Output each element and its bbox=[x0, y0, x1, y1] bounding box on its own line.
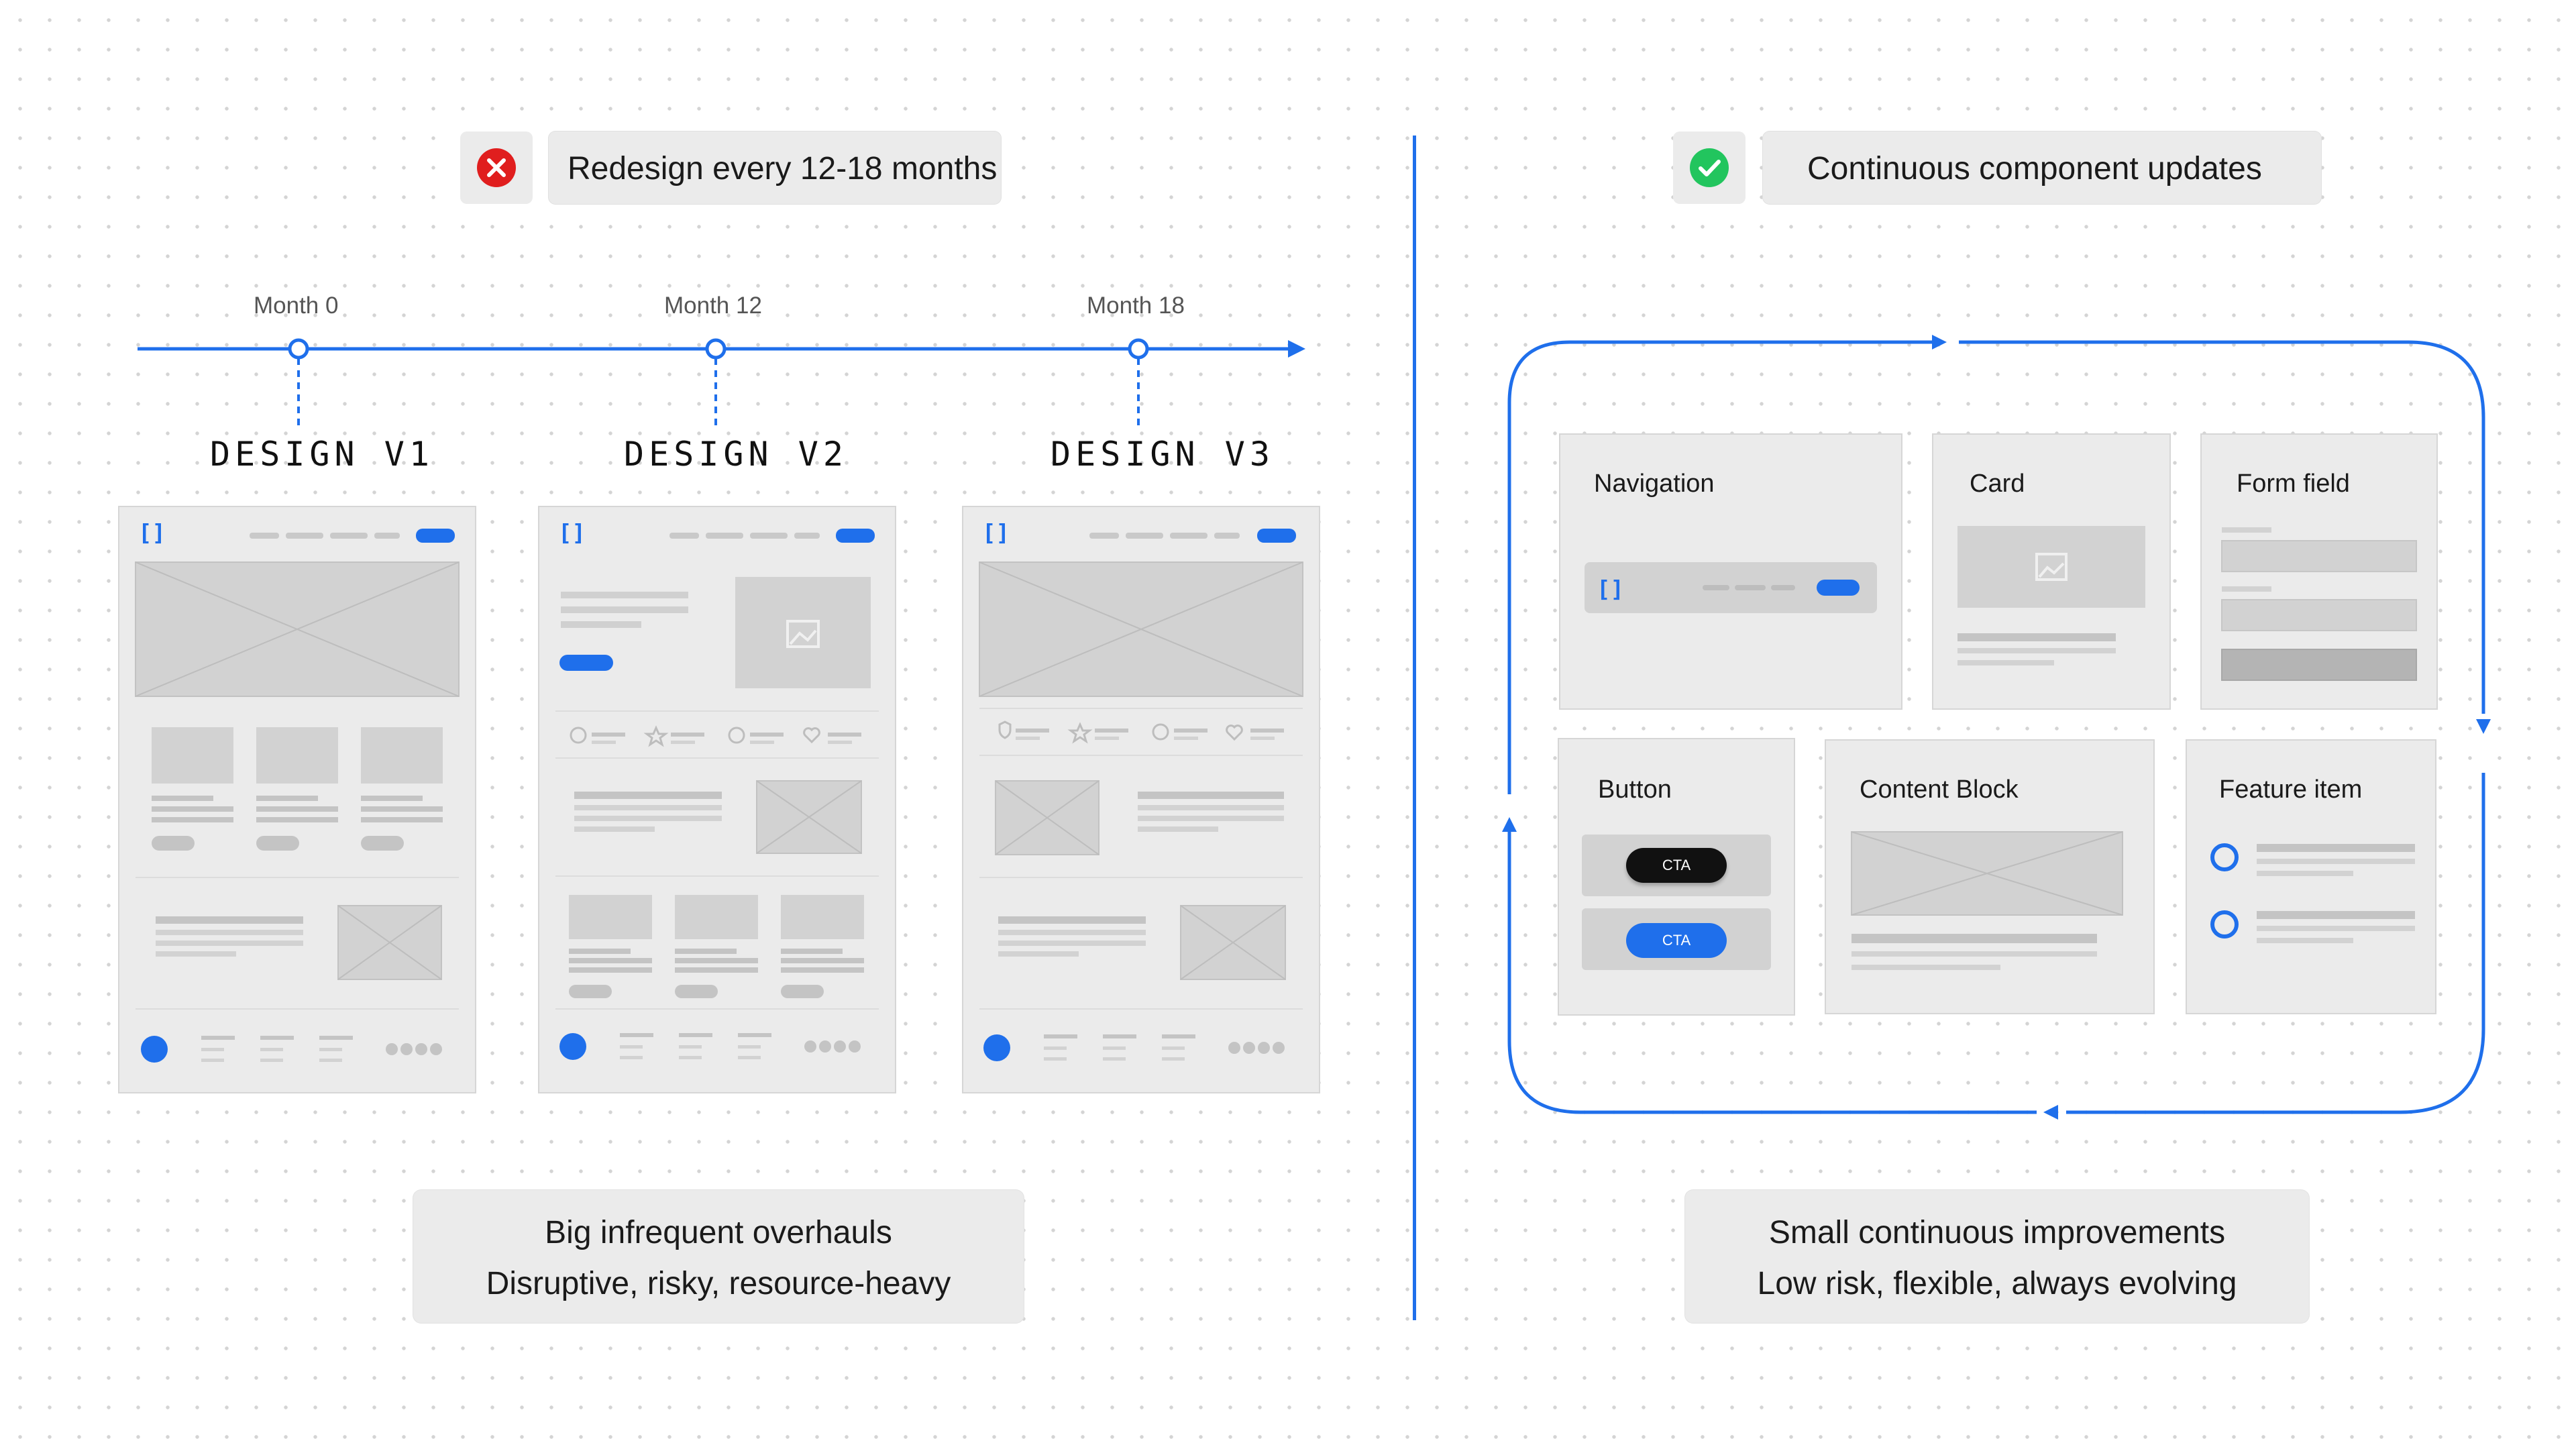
feature-bullet-2-icon bbox=[2210, 910, 2239, 938]
feature-bullet-1-icon bbox=[2210, 843, 2239, 871]
component-feature-item bbox=[2186, 739, 2436, 1014]
left-header-pill: Redesign every 12-18 months bbox=[549, 131, 1001, 204]
cta-blue-button[interactable]: CTA bbox=[1626, 923, 1727, 958]
component-form-field bbox=[2200, 433, 2438, 710]
form-field-label: Form field bbox=[2237, 470, 2350, 498]
component-content-block bbox=[1825, 739, 2155, 1014]
update-cycle-loop bbox=[1502, 335, 2491, 1120]
cta-blue-label: CTA bbox=[1662, 932, 1691, 949]
right-header-pill: Continuous component updates bbox=[1763, 131, 2321, 204]
component-card bbox=[1932, 433, 2171, 710]
feature-item-label: Feature item bbox=[2219, 775, 2363, 804]
month-label-0: Month 0 bbox=[254, 292, 339, 319]
cta-dark-label: CTA bbox=[1662, 857, 1691, 873]
month-label-12: Month 12 bbox=[664, 292, 762, 319]
wireframe-design-v3: [] bbox=[962, 506, 1320, 1093]
card-label: Card bbox=[1970, 470, 2025, 498]
status-icon-box-left bbox=[460, 131, 533, 204]
cycle-arrow-left bbox=[2043, 1105, 2058, 1120]
wireframe-design-v1: [] bbox=[118, 506, 476, 1093]
left-caption-line-2: Disruptive, risky, resource-heavy bbox=[486, 1266, 951, 1301]
left-caption: Big infrequent overhauls Disruptive, ris… bbox=[413, 1190, 1024, 1323]
left-caption-line-1: Big infrequent overhauls bbox=[545, 1215, 892, 1250]
check-circle-icon bbox=[1690, 148, 1729, 187]
right-caption-line-2: Low risk, flexible, always evolving bbox=[1757, 1266, 2237, 1301]
right-header-label: Continuous component updates bbox=[1807, 151, 2262, 186]
left-header-label: Redesign every 12-18 months bbox=[568, 151, 998, 186]
timeline-marker-0 bbox=[288, 338, 309, 360]
cycle-arrow-up bbox=[1502, 817, 1517, 832]
design-label-v2: DESIGN V2 bbox=[624, 435, 848, 474]
svg-text:[]: [] bbox=[138, 520, 166, 547]
cycle-arrow-down bbox=[2476, 719, 2491, 734]
x-circle-icon bbox=[477, 148, 516, 187]
component-navigation: [] bbox=[1559, 433, 1902, 710]
right-caption-line-1: Small continuous improvements bbox=[1768, 1215, 2226, 1250]
svg-text:[]: [] bbox=[982, 520, 1010, 547]
timeline bbox=[138, 338, 1305, 429]
design-label-v1: DESIGN V1 bbox=[210, 435, 434, 474]
content-block-label: Content Block bbox=[1860, 775, 2019, 804]
cycle-arrow-right bbox=[1932, 335, 1947, 350]
month-label-18: Month 18 bbox=[1087, 292, 1185, 319]
navigation-label: Navigation bbox=[1594, 470, 1715, 498]
status-icon-box-right bbox=[1673, 131, 1746, 204]
section-divider bbox=[1413, 136, 1416, 1320]
button-label: Button bbox=[1598, 775, 1672, 804]
svg-text:[]: [] bbox=[1597, 576, 1624, 603]
timeline-marker-18 bbox=[1128, 338, 1149, 360]
wireframe-design-v2: [] bbox=[538, 506, 896, 1093]
svg-text:[]: [] bbox=[558, 520, 586, 547]
component-button: CTA CTA bbox=[1559, 739, 1794, 1014]
timeline-marker-12 bbox=[705, 338, 727, 360]
design-label-v3: DESIGN V3 bbox=[1051, 435, 1275, 474]
cta-dark-button[interactable]: CTA bbox=[1626, 848, 1727, 883]
right-caption: Small continuous improvements Low risk, … bbox=[1685, 1190, 2309, 1323]
